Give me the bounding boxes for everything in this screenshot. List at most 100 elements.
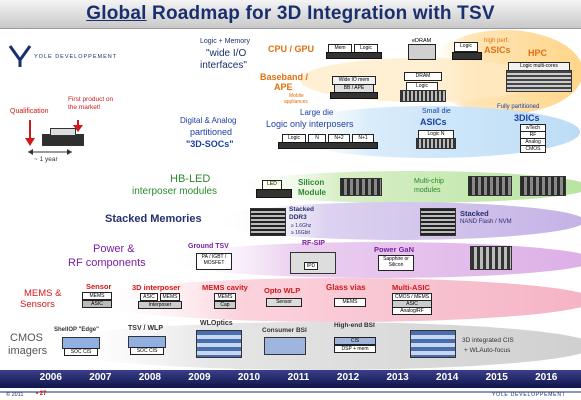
- cavity-cap-box: Cap: [214, 301, 236, 309]
- small-die-label: Small die: [422, 108, 451, 115]
- multi-asic-label: Multi-ASIC: [392, 283, 430, 292]
- consumer-bsi-chip: [264, 337, 306, 355]
- multichip-chip: [468, 176, 512, 196]
- 3dics-label: 3DICs: [514, 113, 540, 123]
- baseband-label2: APE: [274, 82, 293, 92]
- logic-only-label: Logic only interposers: [266, 119, 354, 129]
- year-label: 2010: [237, 372, 261, 383]
- year-label: 2013: [386, 372, 409, 383]
- ghz-label: ≥ 1.6Ghz: [291, 223, 312, 229]
- year-label: 2015: [485, 372, 508, 383]
- partitioned-label3: "3D-SOCs": [186, 139, 234, 149]
- si-module-chip: [340, 178, 382, 196]
- partitioned-label1: Digital & Analog: [180, 116, 237, 125]
- glass-mems-box: MEMS: [334, 298, 366, 307]
- title-bar: [0, 0, 581, 29]
- stacked-ddr3-chip: [250, 208, 286, 236]
- tsv-wlp-label: TSV / WLP: [128, 325, 163, 332]
- interposer-box: Interposer: [138, 301, 182, 309]
- band-stacked: [215, 202, 581, 240]
- yole-logo-icon: [8, 45, 32, 67]
- hbled-label1: HB-LED: [170, 173, 211, 185]
- edram-box: [408, 44, 436, 60]
- cis-box: CIS: [334, 337, 376, 345]
- band-mems: [85, 278, 581, 322]
- glass-vias-label: Glass vias: [326, 283, 366, 292]
- hpc-stack: [506, 70, 572, 92]
- fully-partitioned-label: Fully partitioned: [497, 104, 540, 110]
- one-year-label: ~ 1 year: [34, 156, 58, 163]
- one-year-arrow-right: [67, 149, 72, 155]
- wloptics-chip: [196, 330, 242, 358]
- cavity-mems-box: MEMS: [214, 293, 236, 301]
- large-die-label: Large die: [300, 108, 334, 117]
- cpu-logic2-substrate: [452, 52, 482, 60]
- title-prefix: Global: [86, 3, 147, 24]
- cmos-label2: imagers: [8, 345, 48, 357]
- logic-memory-title: Logic + Memory: [200, 38, 250, 45]
- cpu-gpu-label: CPU / GPU: [268, 44, 315, 54]
- edram-label: eDRAM: [412, 38, 432, 44]
- hbled-label2: interposer modules: [132, 186, 218, 197]
- band-cmos: [45, 322, 581, 370]
- interposer-mems-box: MEMS: [160, 293, 180, 301]
- si-module-label2: Module: [298, 188, 326, 197]
- copyright: © 2011: [6, 392, 24, 398]
- hpc-label: HPC: [528, 48, 548, 58]
- title-rest: Roadmap for 3D Integration with TSV: [146, 3, 495, 24]
- power-chip-right: [470, 246, 512, 270]
- multichip-chip2: [520, 176, 566, 196]
- year-label: 2006: [39, 372, 62, 383]
- mems-label2: Sensors: [20, 299, 55, 310]
- qualification-label: Qualification: [10, 108, 49, 115]
- shellop-label: ShellOP "Edge": [54, 327, 99, 333]
- high-perf-label: high perf.: [484, 38, 510, 44]
- footer-brand: YOLE DEVELOPPEMENT: [492, 392, 566, 398]
- bb-substrate: [330, 92, 378, 99]
- sensor-mems-box: MEMS: [82, 292, 112, 300]
- stacked-label-a: Stacked: [289, 206, 314, 213]
- mems-cavity-label: MEMS cavity: [202, 283, 248, 292]
- multichip-label1: Multi-chip: [414, 178, 444, 185]
- si-module-label1: Silicon: [298, 178, 325, 187]
- power-label1: Power &: [93, 243, 135, 255]
- stacked-label: Stacked Memories: [105, 213, 202, 225]
- part-interposer: [278, 142, 378, 149]
- small-asic-stack: [416, 138, 456, 149]
- silicon-label: Silicon: [388, 262, 404, 268]
- mobile-label1: Mobile: [289, 93, 304, 99]
- small-asics-label: ASICs: [420, 117, 447, 127]
- interposer-3d-label: 3D interposer: [132, 283, 181, 292]
- analog-rf-box: Analog/RF: [392, 307, 432, 315]
- sensor-asic-box: ASIC: [82, 300, 112, 308]
- first-product-arrowhead: [73, 125, 83, 132]
- part-cmos-box: CMOS: [520, 145, 546, 153]
- page-title: Global Roadmap for 3D Integration with T…: [0, 3, 581, 25]
- timeline-years: 2006 2007 2008 2009 2010 2011 2012 2013 …: [26, 372, 571, 386]
- stacked-nand-chip: [420, 208, 456, 236]
- cpu-substrate: [326, 52, 382, 59]
- integrated-cis-label: 3D integrated CIS: [462, 337, 514, 344]
- power-gan-label: Power GaN: [374, 245, 415, 254]
- year-label: 2009: [188, 372, 211, 383]
- yole-logo: YOLE DEVELOPPEMENT: [8, 45, 128, 70]
- integrated-cis-chip: [410, 330, 456, 358]
- first-product-label: First product on the market!: [68, 96, 114, 111]
- mobile-label2: appliances: [284, 99, 308, 105]
- year-label: 2014: [436, 372, 459, 383]
- multichip-label2: modules: [414, 187, 441, 194]
- opto-sensor-box: Sensor: [266, 298, 302, 307]
- sapphire-box: Sapphire or Silicon: [378, 255, 414, 271]
- partitioned-label2: partitioned: [190, 127, 233, 137]
- stacked-label-b: Stacked: [460, 209, 489, 218]
- mems-label1: MEMS &: [24, 288, 62, 299]
- page-number: • 27: [36, 391, 47, 397]
- opto-wlp-label: Opto WLP: [264, 286, 301, 295]
- dsp-mem-box: DSP + mem: [334, 345, 376, 353]
- ipd-box: IPD: [304, 262, 318, 270]
- mosfet-label: MOSFET: [203, 260, 225, 266]
- gbit-label: ≥ 16Gbit: [291, 230, 310, 236]
- interposer-asic-box: ASIC: [140, 293, 158, 301]
- qualification-arrowhead: [25, 138, 35, 146]
- shellop-soc-box: SOC CIS: [64, 348, 98, 356]
